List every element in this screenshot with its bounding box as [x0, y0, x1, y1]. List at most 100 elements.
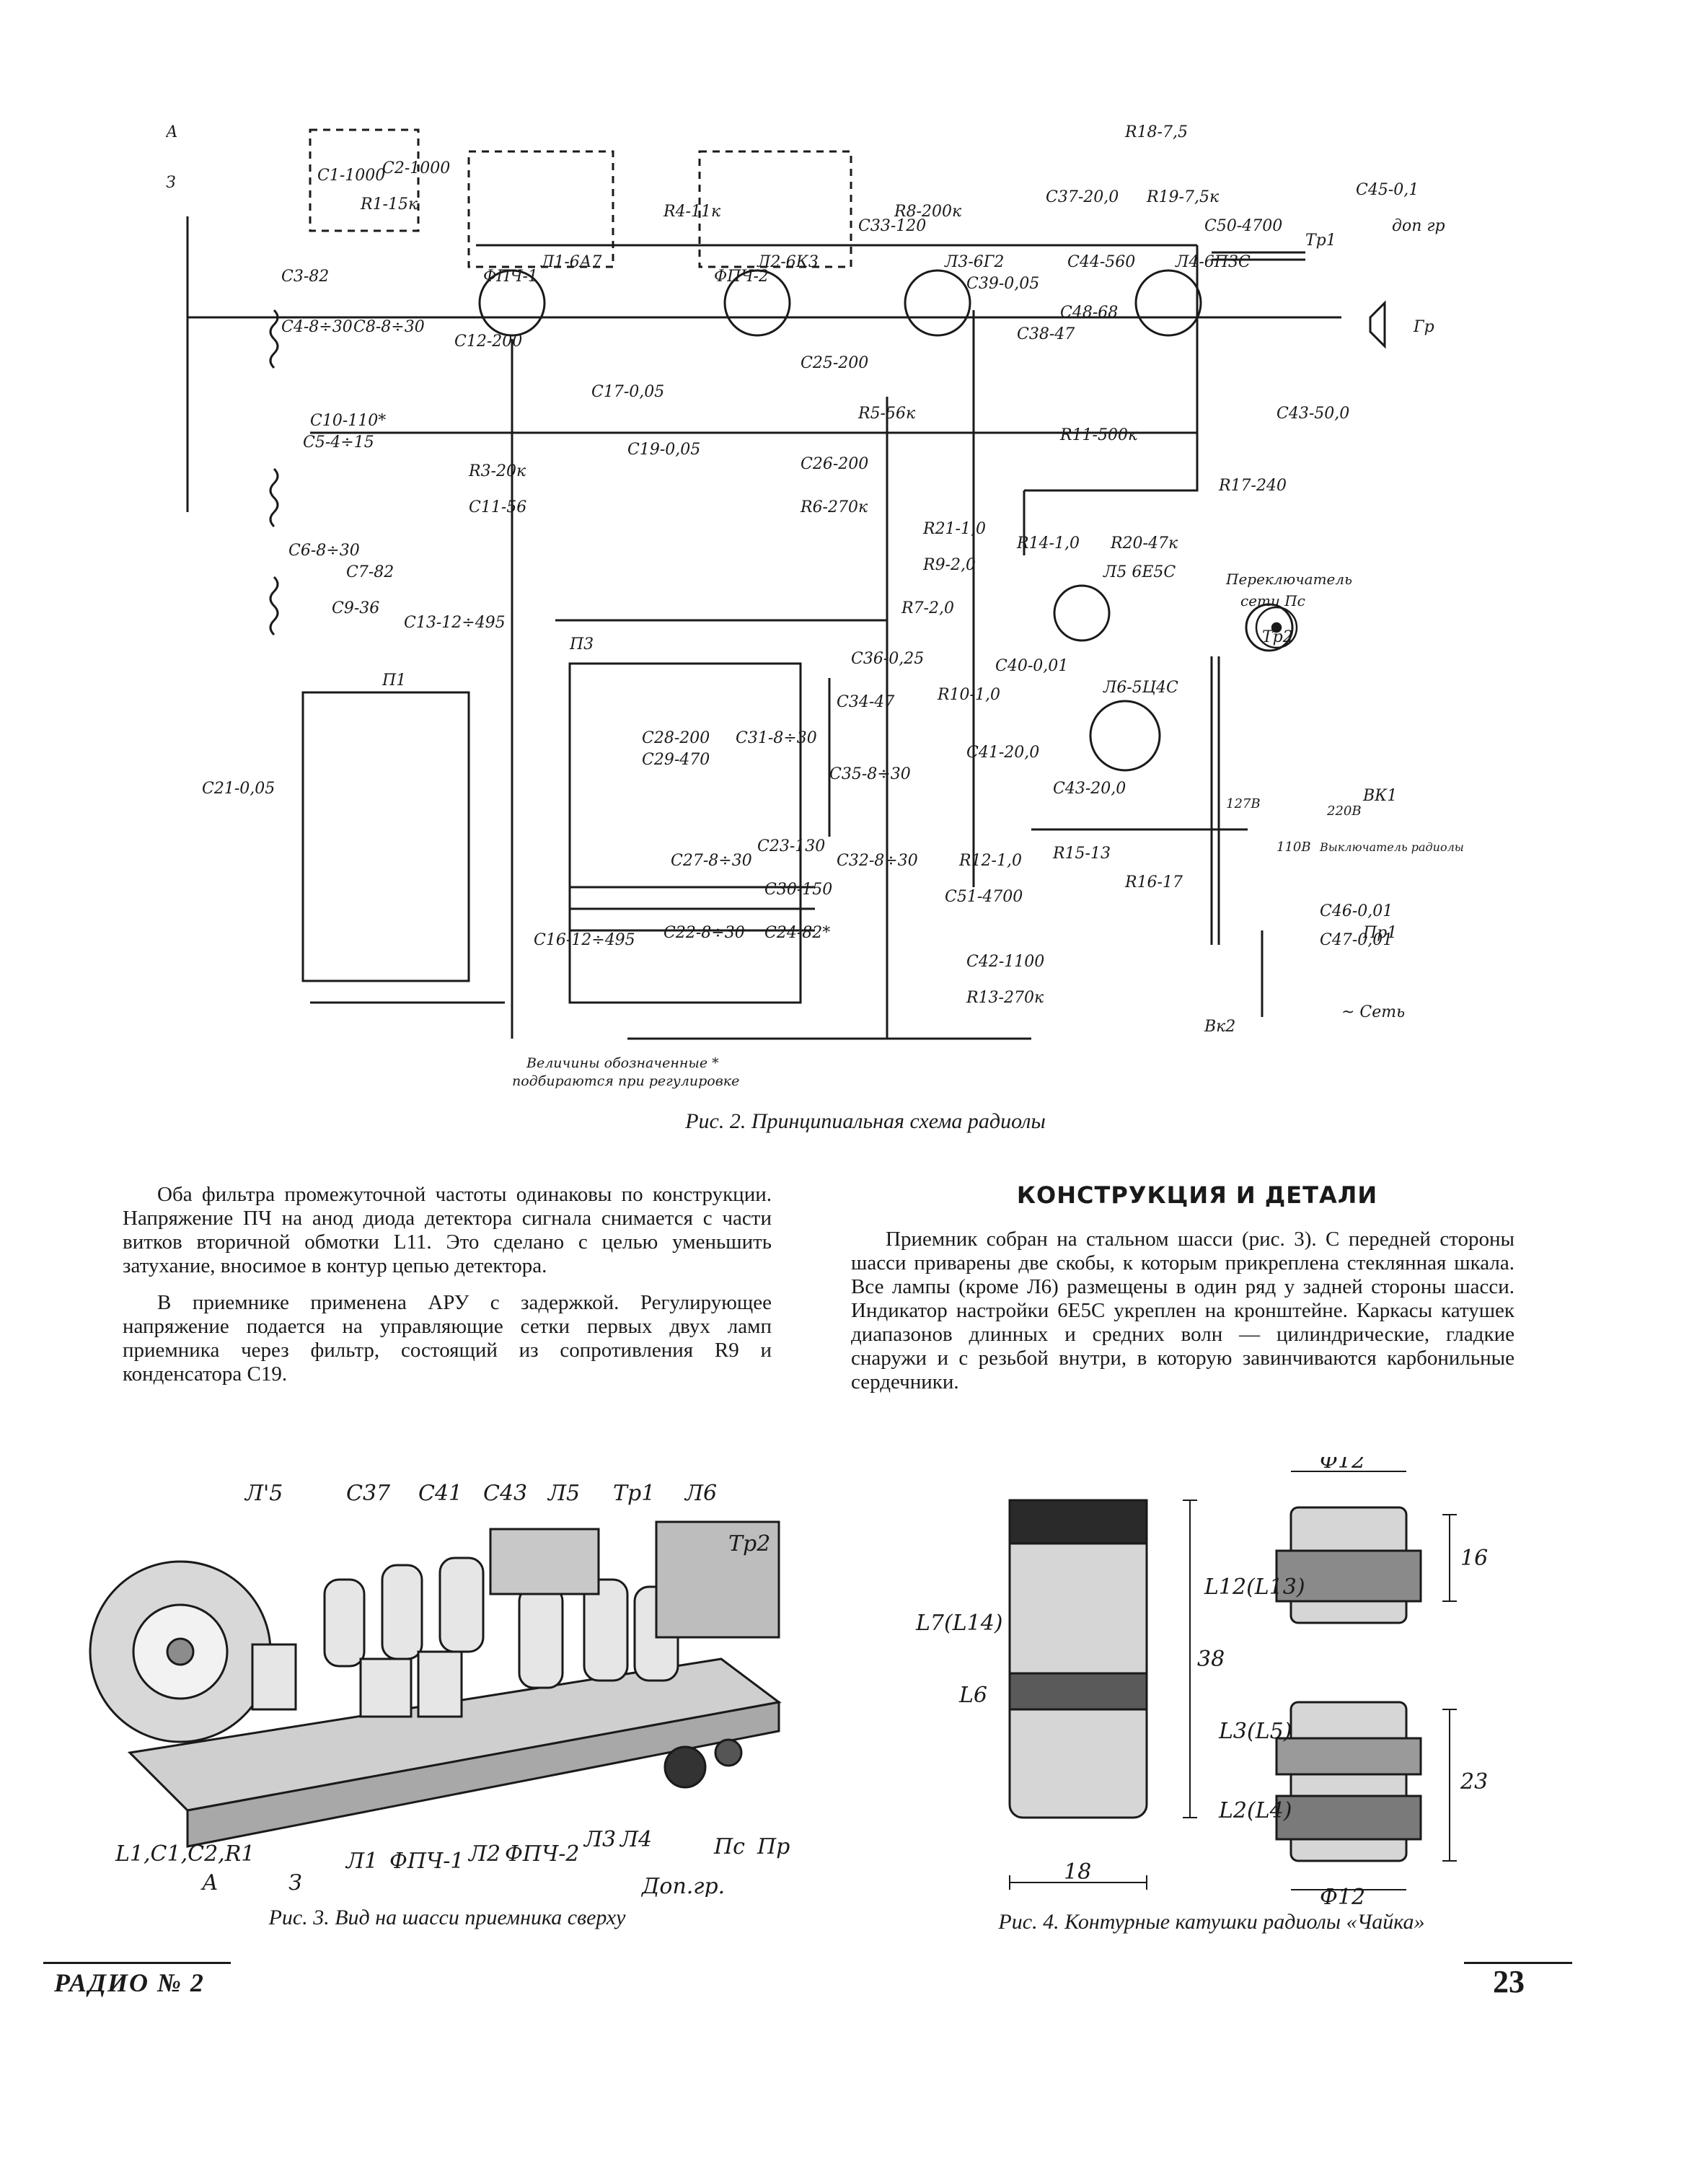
label-r13: R13-270к [966, 989, 1044, 1007]
fig3-label-a: А [200, 1870, 219, 1895]
fig4-label-l12: L12(L13) [1204, 1575, 1305, 1600]
label-c39: С39-0,05 [966, 275, 1039, 293]
fig3-label-ps: Пс [713, 1834, 745, 1859]
label-l4-6p3s: Л4-6П3С [1175, 253, 1251, 271]
fig3-label-bottom-left: L1,C1,C2,R1 [115, 1841, 255, 1867]
note-line1: Величины обозначенные * [526, 1055, 719, 1071]
label-vykl: Выключатель радиолы [1319, 840, 1464, 854]
figure4-caption: Рис. 4. Контурные катушки радиолы «Чайка… [998, 1910, 1425, 1934]
label-c4: С4-8÷30 [281, 318, 353, 336]
label-c44: С44-560 [1067, 253, 1135, 271]
label-c17: С17-0,05 [591, 383, 664, 401]
label-c8: С8-8÷30 [353, 318, 425, 336]
fig4-label-dim38: 38 [1197, 1647, 1225, 1672]
label-c45: С45-0,1 [1356, 181, 1419, 199]
fig3-label-tr1: Тр1 [613, 1481, 655, 1506]
label-c36: С36-0,25 [851, 650, 924, 668]
footer-rule-left [43, 1962, 231, 1964]
fig3-label-z: З [288, 1870, 302, 1895]
label-c30: С30-150 [764, 881, 832, 899]
fig3-label-c41: С41 [418, 1481, 462, 1506]
paragraph-agc: В приемнике применена АРУ с задержкой. Р… [123, 1291, 772, 1386]
fig3-label-pr: Пр [757, 1834, 790, 1859]
label-r6: R6-270к [800, 498, 868, 516]
schematic-diagram: Л1-6А7 Л2-6К3 Л3-6Г2 Л4-6П3С Л5 6Е5С Л6-… [166, 123, 1464, 1089]
label-c37: С37-20,0 [1046, 188, 1119, 206]
label-l5-6e5s: Л5 6Е5С [1103, 563, 1176, 581]
switch-label-line2: сети Пс [1240, 592, 1305, 609]
fig4-label-l7: L7(L14) [915, 1611, 1003, 1636]
figure3-caption: Рис. 3. Вид на шасси приемника сверху [268, 1906, 626, 1929]
fig3-label-l5: Л5 [547, 1481, 580, 1506]
label-c46: С46-0,01 [1320, 902, 1393, 920]
label-vk1: ВК1 [1362, 787, 1397, 805]
label-c6: С6-8÷30 [288, 542, 360, 560]
label-r1: R1-15к [360, 195, 418, 213]
label-l2-6k3: Л2-6К3 [757, 253, 819, 271]
section-heading: КОНСТРУКЦИЯ И ДЕТАЛИ [1016, 1181, 1378, 1209]
label-c34: С34-47 [837, 693, 894, 711]
figure2-caption: Рис. 2. Принципиальная схема радиолы [685, 1109, 1046, 1133]
label-c42: С42-1100 [966, 953, 1044, 971]
label-r21: R21-1,0 [922, 520, 986, 538]
label-c5: С5-4÷15 [303, 433, 374, 452]
label-ground-z: З [166, 174, 176, 192]
label-c12: С12-200 [454, 333, 522, 351]
label-pr1: Пр1 [1362, 924, 1397, 942]
label-r20: R20-47к [1110, 534, 1178, 552]
label-r8: R8-200к [894, 203, 962, 221]
label-c28: С28-200 [642, 729, 710, 747]
paragraph-construction: Приемник собран на стальном шасси (рис. … [851, 1228, 1514, 1393]
label-p1: П1 [382, 672, 406, 690]
journal-name: РАДИО № 2 [54, 1968, 205, 1997]
label-r19: R19-7,5к [1146, 188, 1220, 206]
label-c50: С50-4700 [1204, 217, 1282, 235]
label-c43-20: С43-20,0 [1053, 780, 1126, 798]
note-line2: подбираются при регулировке [512, 1073, 739, 1089]
label-c47: С47-0,01 [1320, 931, 1393, 949]
label-c51: С51-4700 [945, 888, 1023, 906]
label-r16: R16-17 [1124, 873, 1183, 891]
label-c13: С13-12÷495 [404, 614, 506, 632]
label-c25: С25-200 [801, 354, 868, 372]
label-c22: С22-8÷30 [663, 924, 745, 942]
label-fpch2: ФПЧ-2 [714, 268, 769, 286]
label-c23: С23-130 [757, 837, 825, 855]
left-text-column: Оба фильтра промежуточной частоты одинак… [123, 1183, 772, 1399]
footer-rule-right [1464, 1962, 1572, 1964]
switch-label-line1: Переключатель [1225, 571, 1352, 588]
label-vk2: Вк2 [1204, 1018, 1235, 1036]
label-c1: С1-1000 [317, 167, 385, 185]
label-c29: С29-470 [642, 751, 710, 769]
label-r11: R11-500к [1059, 426, 1138, 444]
fig4-label-dim16: 16 [1460, 1546, 1488, 1571]
label-c9: С9-36 [332, 599, 379, 617]
fig4-label-l2: L2(L4) [1218, 1798, 1292, 1823]
label-antenna-a: А [166, 123, 178, 141]
label-fpch1: ФПЧ-1 [483, 268, 538, 286]
label-c19: С19-0,05 [627, 441, 700, 459]
label-c2: С2-1000 [382, 159, 450, 177]
label-r9: R9-2,0 [922, 556, 976, 574]
fig3-label-l5p: Л'5 [244, 1481, 283, 1506]
label-r15: R15-13 [1052, 845, 1111, 863]
fig4-label-phi12-top: Ф12 [1320, 1457, 1365, 1474]
label-c27: С27-8÷30 [671, 852, 752, 870]
label-c38: С38-47 [1017, 325, 1075, 343]
label-c32: С32-8÷30 [837, 852, 918, 870]
fig4-label-dim23: 23 [1460, 1769, 1488, 1795]
label-dop-gr: доп гр [1392, 217, 1445, 235]
label-r3: R3-20к [468, 462, 526, 480]
coils-illustration: Ф12 L12(L13) 16 L7(L14) 38 L6 L3(L5) L2(… [915, 1457, 1488, 1904]
paragraph-ifc-filters: Оба фильтра промежуточной частоты одинак… [123, 1183, 772, 1277]
fig3-label-l3: Л3 [583, 1827, 616, 1852]
label-c11: С11-56 [469, 498, 526, 516]
label-set: ~ Сеть [1341, 1003, 1405, 1021]
label-c31: С31-8÷30 [736, 729, 817, 747]
mains-switch-icon [1255, 606, 1298, 649]
fig4-label-l3: L3(L5) [1218, 1719, 1292, 1744]
label-r10: R10-1,0 [937, 686, 1000, 704]
label-220v: 220В [1326, 803, 1362, 819]
label-c3: С3-82 [281, 268, 329, 286]
label-c41: С41-20,0 [966, 744, 1039, 762]
